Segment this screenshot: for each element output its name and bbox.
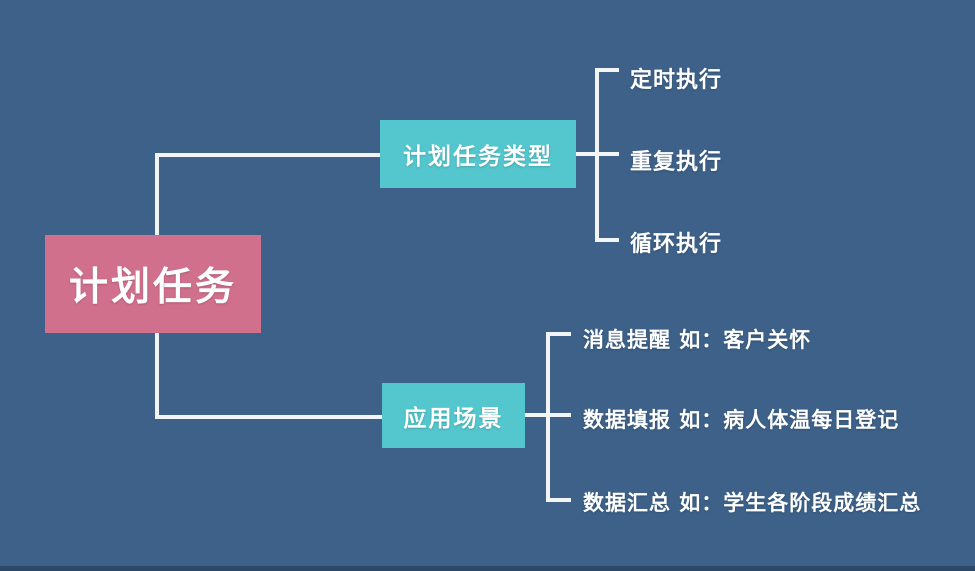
connector-branch-2-child-2	[546, 413, 571, 417]
leaf-task-type-repeat[interactable]: 重复执行	[630, 150, 723, 175]
bottom-edge-strip	[0, 566, 975, 571]
connector-branch-2-child-3	[546, 498, 571, 502]
branch-node-task-type[interactable]: 计划任务类型	[380, 120, 576, 188]
branch-node-use-cases[interactable]: 应用场景	[382, 383, 525, 448]
leaf-task-type-scheduled[interactable]: 定时执行	[630, 68, 723, 93]
root-node-planned-task[interactable]: 计划任务	[45, 235, 261, 333]
leaf-use-case-data-entry[interactable]: 数据填报 如：病人体温每日登记	[583, 408, 900, 432]
root-node-label: 计划任务	[68, 265, 237, 310]
leaf-task-type-cycle[interactable]: 循环执行	[630, 232, 723, 257]
connector-branch-2-bracket-vertical	[546, 332, 550, 502]
branch-node-use-cases-label: 应用场景	[403, 405, 504, 432]
connector-root-to-branch-2	[155, 415, 385, 419]
branch-node-task-type-label: 计划任务类型	[403, 144, 553, 170]
connector-branch-1-child-2	[595, 152, 619, 156]
connector-branch-1-child-1	[595, 68, 619, 72]
connector-branch-2-child-1	[546, 332, 571, 336]
leaf-use-case-message-reminder[interactable]: 消息提醒 如：客户关怀	[583, 328, 812, 352]
leaf-use-case-data-summary[interactable]: 数据汇总 如：学生各阶段成绩汇总	[583, 491, 922, 515]
connector-branch-1-child-3	[595, 238, 619, 242]
connector-root-to-branch-1	[155, 153, 383, 157]
